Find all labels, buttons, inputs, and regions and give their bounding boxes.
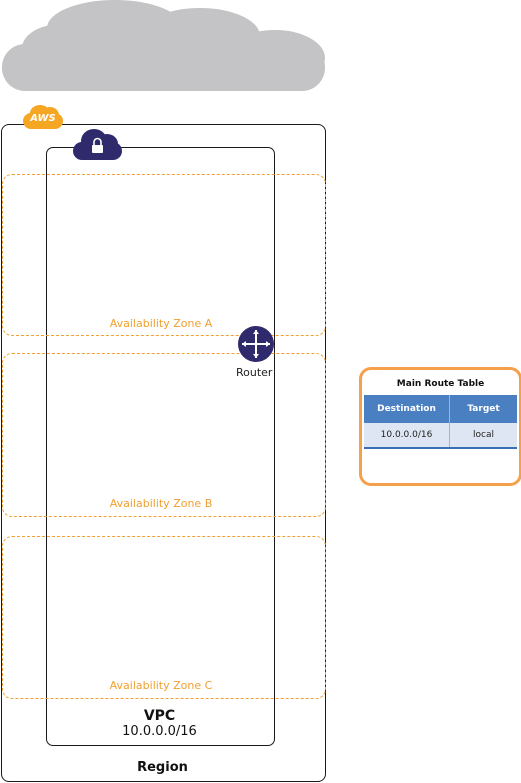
route-table-grid: Destination Target 10.0.0.0/16 local [364, 395, 517, 449]
route-table-header-destination: Destination [364, 395, 450, 423]
availability-zone-b [2, 353, 326, 517]
availability-zone-c-label: Availability Zone C [109, 679, 213, 692]
route-table-header-target: Target [449, 395, 517, 423]
region-label: Region [137, 760, 188, 775]
route-destination-cell: 10.0.0.0/16 [364, 423, 450, 449]
vpc-container [46, 147, 275, 746]
availability-zone-a [2, 174, 326, 336]
route-table-title: Main Route Table [396, 379, 485, 389]
main-route-table: Main Route Table Destination Target 10.0… [359, 367, 521, 486]
vpc-label: VPC [143, 708, 176, 724]
aws-badge-label: AWS [30, 113, 56, 124]
availability-zone-b-label: Availability Zone B [109, 497, 213, 510]
availability-zone-c [2, 536, 326, 699]
vpc-cidr: 10.0.0.0/16 [122, 724, 197, 739]
router-icon [238, 326, 274, 362]
route-table-header-row: Destination Target [364, 395, 517, 423]
router-label: Router [236, 366, 273, 379]
table-row: 10.0.0.0/16 local [364, 423, 517, 449]
internet-cloud-icon [2, 0, 325, 91]
vpc-lock-icon [73, 129, 122, 160]
aws-cloud-icon [23, 105, 63, 129]
aws-badge: AWS [22, 103, 64, 131]
availability-zone-a-label: Availability Zone A [109, 317, 213, 330]
route-target-cell: local [449, 423, 517, 449]
